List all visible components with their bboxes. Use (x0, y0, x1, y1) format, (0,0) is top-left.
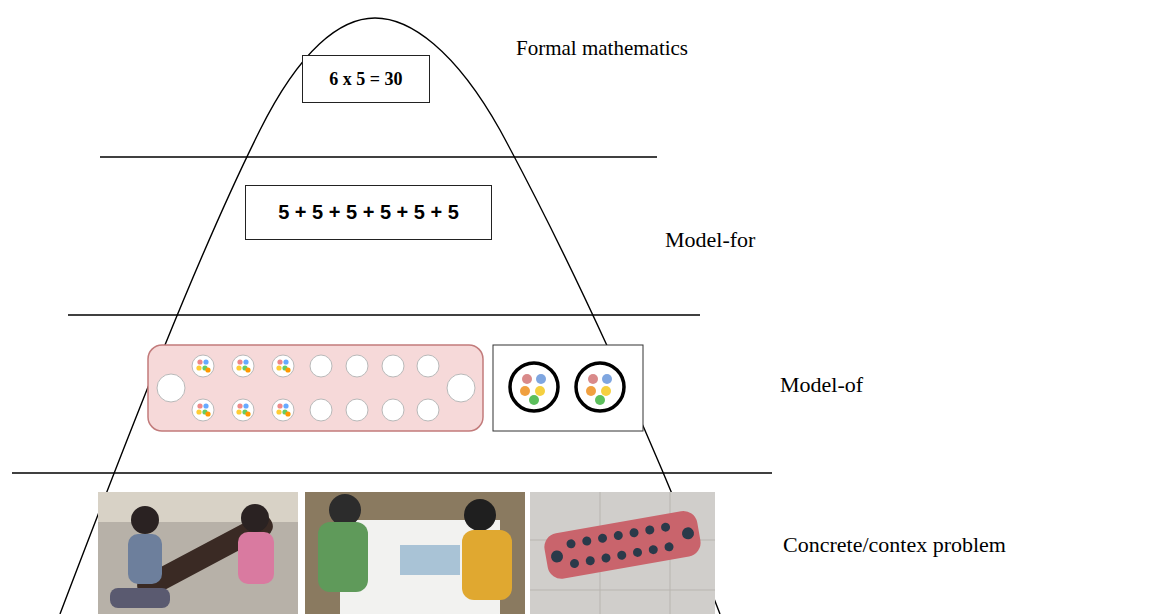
seed-box (493, 345, 643, 431)
model-for-box: 5 + 5 + 5 + 5 + 5 + 5 (245, 185, 492, 240)
photo-congklak (530, 492, 715, 614)
level-label: Model-for (665, 227, 755, 253)
box-text: 6 x 5 = 30 (329, 69, 402, 90)
formal-box: 6 x 5 = 30 (302, 55, 430, 103)
bell-curve (60, 18, 720, 614)
level-line (12, 472, 772, 473)
box-text: 5 + 5 + 5 + 5 + 5 + 5 (278, 201, 459, 224)
level-label: Concrete/contex problem (783, 532, 1006, 558)
level-line (100, 156, 657, 157)
level-line (68, 314, 700, 315)
congklak-board (148, 345, 483, 431)
photo-children (98, 492, 298, 614)
photo-classroom (305, 492, 525, 614)
level-label: Model-of (780, 372, 863, 398)
level-label: Formal mathematics (516, 36, 688, 61)
